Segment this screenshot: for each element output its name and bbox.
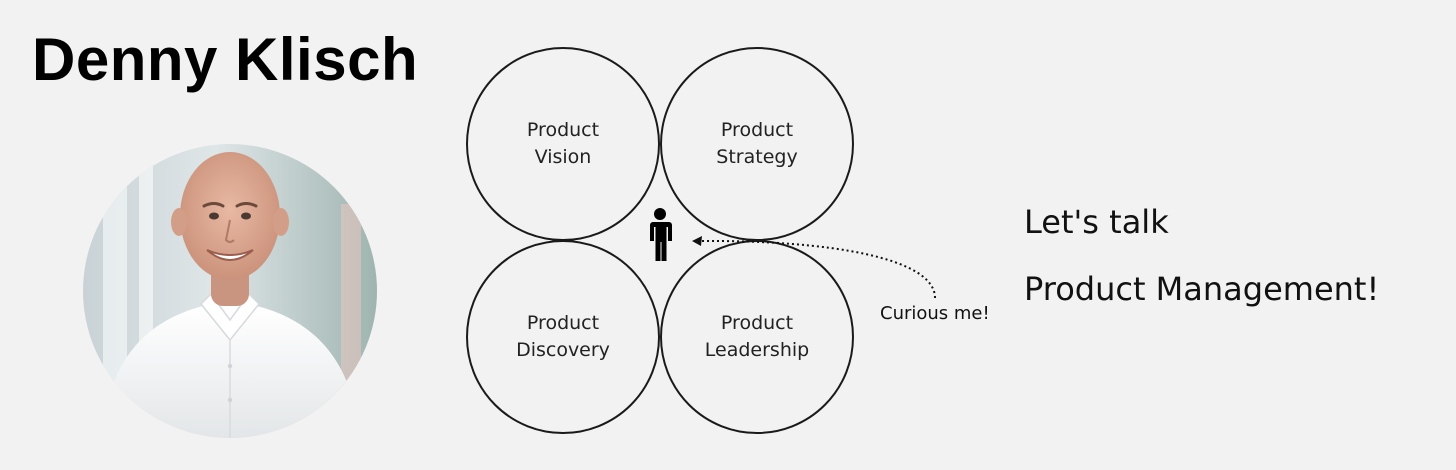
portrait-photo bbox=[83, 144, 377, 438]
tagline-line-2: Product Management! bbox=[1024, 270, 1380, 308]
avatar bbox=[83, 144, 377, 438]
label-product-leadership: Product Leadership bbox=[704, 312, 810, 361]
label-product-vision: Product Vision bbox=[526, 119, 600, 168]
label-product-discovery: Product Discovery bbox=[516, 312, 610, 361]
circle-product-leadership bbox=[660, 240, 854, 434]
dotted-arrow-icon bbox=[692, 236, 936, 299]
tagline-line-1: Let's talk bbox=[1024, 203, 1169, 241]
label-product-strategy: Product Strategy bbox=[716, 119, 798, 168]
circle-product-discovery bbox=[466, 240, 660, 434]
person-icon bbox=[650, 208, 672, 261]
person-name: Denny Klisch bbox=[32, 26, 419, 93]
curious-me-annotation: Curious me! bbox=[880, 303, 990, 324]
